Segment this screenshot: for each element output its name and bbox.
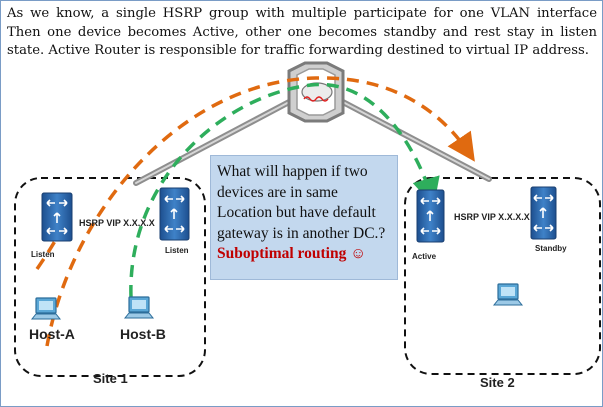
orange-traffic-path (45, 76, 475, 347)
site2-switch-left-state: Active (412, 252, 437, 261)
site2-boundary (404, 177, 601, 375)
site2-label: Site 2 (480, 375, 515, 390)
site1-vip-label: HSRP VIP X.X.X.X (79, 218, 155, 228)
site1-switch-right-state: Listen (165, 246, 189, 255)
site2-switch-right-state: Standby (535, 244, 567, 253)
host-b-label: Host-B (120, 326, 166, 342)
site2-host-icon (492, 283, 524, 306)
intro-paragraph: As we know, a single HSRP group with mul… (7, 6, 597, 58)
callout-emphasis: Suboptimal routing ☺ (217, 245, 367, 262)
site1-switch-left-icon (41, 192, 73, 242)
site1-boundary (14, 177, 206, 377)
site1-switch-right-icon (159, 187, 190, 241)
callout-box: What will happen if two devices are in s… (210, 155, 398, 280)
site2-switch-right-icon (530, 186, 557, 240)
callout-question: What will happen if two devices are in s… (217, 163, 386, 242)
green-traffic-path (129, 82, 440, 298)
host-a-label: Host-A (29, 326, 75, 342)
host-a-icon (30, 297, 62, 320)
site1-label: Site 1 (93, 371, 128, 386)
core-router-icon (287, 61, 345, 123)
site2-vip-label: HSRP VIP X.X.X.X (454, 212, 530, 222)
host-b-icon (123, 296, 155, 319)
site1-switch-left-state: Listen (31, 250, 55, 259)
site2-switch-left-icon (416, 189, 445, 243)
